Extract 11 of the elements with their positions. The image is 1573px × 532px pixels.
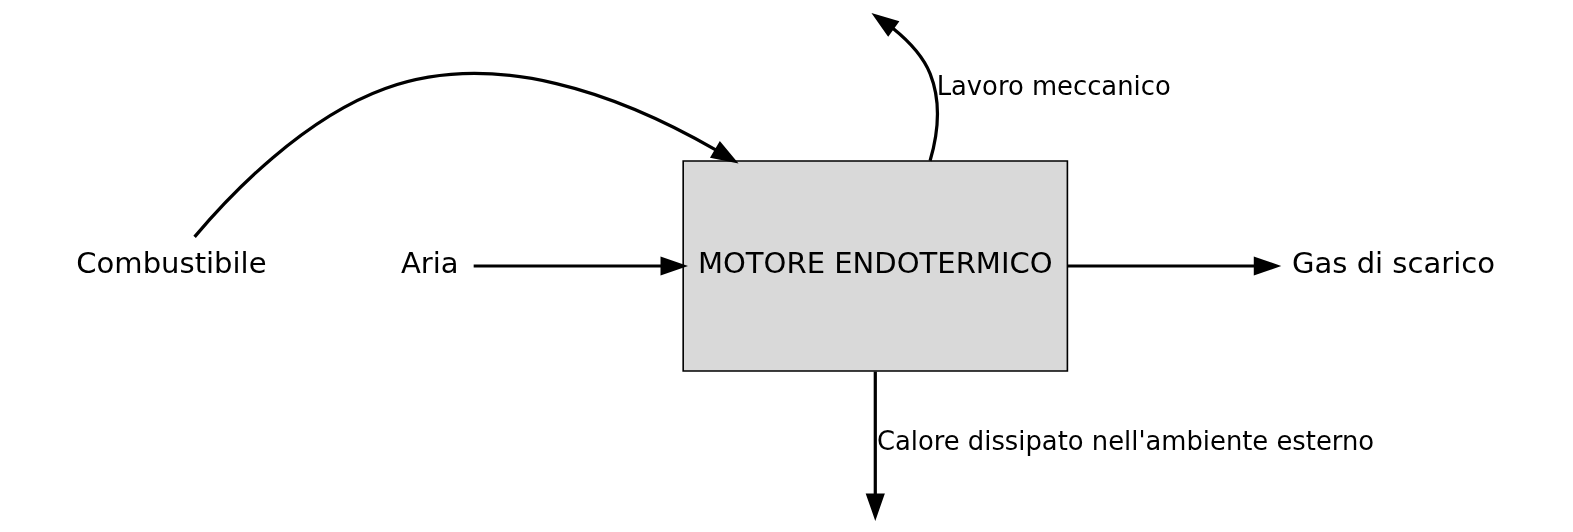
arrow (1067, 256, 1282, 276)
node-box: MOTORE ENDOTERMICO (682, 160, 1069, 372)
arrow (865, 371, 885, 521)
arrow (193, 71, 739, 238)
node-text: Aria (400, 246, 459, 281)
arrow (473, 256, 688, 276)
node-text: Gas di scarico (1291, 246, 1496, 281)
arrow (871, 13, 939, 162)
edge-label: Lavoro meccanico (936, 70, 1171, 101)
edge-label: Calore dissipato nell'ambiente esterno (876, 425, 1375, 456)
node-text: Combustibile (76, 246, 267, 281)
